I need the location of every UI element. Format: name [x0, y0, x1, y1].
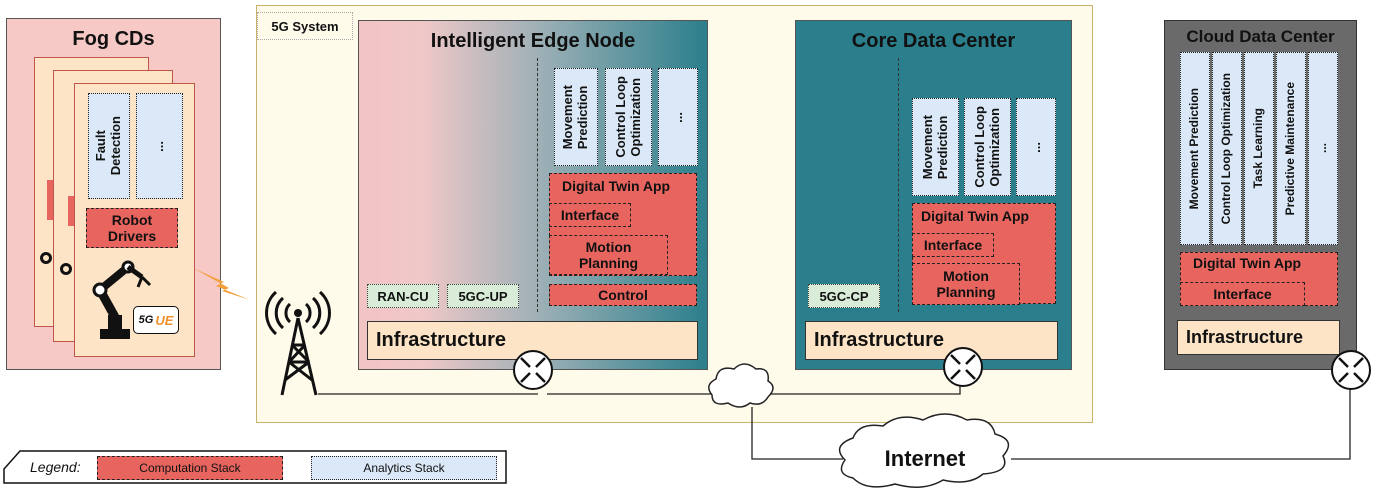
internet-label: Internet: [884, 446, 966, 471]
edge-node-title: Intelligent Edge Node: [430, 30, 636, 52]
ue-badge-ue: UE: [155, 312, 174, 328]
ue-badge-5g: 5G: [138, 314, 154, 326]
cloud-icon: [708, 363, 774, 408]
fault-detection-module: Fault Detection: [88, 93, 130, 199]
core-motion-planning: Motion Planning: [912, 263, 1020, 305]
core-movement-prediction: Movement Prediction: [912, 98, 959, 196]
legend-label: Legend:: [30, 459, 81, 475]
5gc-cp-box: 5GC-CP: [808, 284, 880, 308]
ue-badge: 5G UE: [133, 306, 179, 334]
edge-control: Control: [549, 284, 697, 306]
cloud-task-learning: Task Learning: [1244, 52, 1274, 245]
core-divider: [898, 58, 899, 312]
fog-title: Fog CDs: [72, 28, 155, 50]
fog-back-stub: [68, 196, 74, 226]
fog-back-stub: [47, 180, 53, 220]
cloud-dc-title: Cloud Data Center: [1186, 27, 1335, 46]
edge-divider: [537, 58, 538, 312]
fog-back-wheel: [60, 263, 72, 275]
wireless-link-icon: [193, 268, 250, 300]
legend-analytics: Analytics Stack: [311, 456, 497, 480]
cloud-movement-prediction: Movement Prediction: [1180, 52, 1210, 245]
router-icon-cloud: [1331, 350, 1371, 390]
edge-control-loop: Control Loop Optimization: [605, 68, 652, 166]
internet-cloud-icon: [838, 413, 1010, 488]
core-interface: Interface: [912, 233, 994, 257]
5g-system-label: 5G System: [257, 12, 353, 40]
cloud-infrastructure: Infrastructure: [1177, 320, 1340, 355]
router-icon-edge: [513, 350, 553, 390]
antenna-icon: [265, 290, 331, 396]
core-ellipsis: ...: [1016, 98, 1056, 196]
cloud-predictive-maintenance: Predictive Maintenance: [1276, 52, 1306, 245]
edge-ellipsis: ...: [658, 68, 698, 166]
fog-ellipsis-module: ...: [136, 93, 183, 199]
legend-computation: Computation Stack: [97, 456, 283, 480]
core-infrastructure: Infrastructure: [805, 321, 1058, 360]
cloud-interface: Interface: [1180, 282, 1305, 306]
robot-drivers-module: Robot Drivers: [86, 208, 178, 248]
router-icon-core: [943, 347, 983, 387]
cloud-control-loop: Control Loop Optimization: [1212, 52, 1242, 245]
ran-cu-box: RAN-CU: [367, 284, 439, 308]
robot-arm-icon: [92, 260, 152, 339]
edge-motion-planning: Motion Planning: [549, 235, 668, 275]
edge-movement-prediction: Movement Prediction: [554, 68, 598, 166]
5gc-up-box: 5GC-UP: [447, 284, 519, 308]
core-dc-title: Core Data Center: [851, 30, 1016, 52]
fog-back-wheel: [40, 252, 52, 264]
core-control-loop: Control Loop Optimization: [964, 98, 1011, 196]
cloud-ellipsis: ...: [1308, 52, 1338, 245]
edge-interface: Interface: [549, 203, 631, 227]
